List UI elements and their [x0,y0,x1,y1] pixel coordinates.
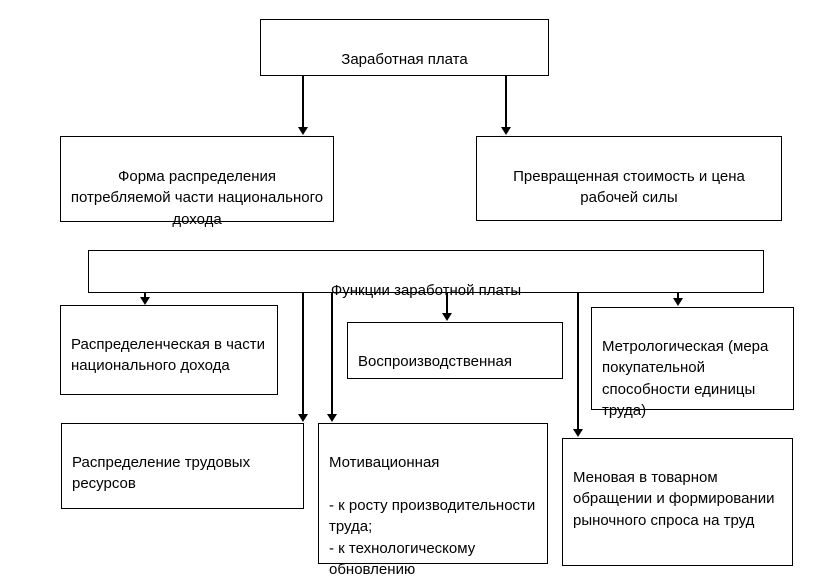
node-raspredelenie-trudovyh: Распределение трудовых ресурсов [61,423,304,509]
arrow-down-icon [298,414,308,422]
arrow-shaft [331,293,333,414]
arrow-shaft [144,293,146,297]
node-raspredelencheskaya: Распределенческая в части национального … [60,305,278,395]
arrow-shaft [302,293,304,414]
node-raspredelenie-trudovyh-label: Распределение трудовых ресурсов [72,453,251,493]
node-vosproizvodstvennaya: Воспроизводственная [347,322,563,379]
node-funkcii-zarabotnoy-platy-label: Функции заработной платы [330,281,522,299]
node-metrologicheskaya-label: Метрологическая (мера покупательной спос… [602,337,769,420]
node-motivacionnaya-label: Мотивационная - к росту производительнос… [329,453,536,579]
connector-funkcii-to-raspredelenie-trudovyh [298,293,308,422]
arrow-down-icon [327,414,337,422]
node-vosproizvodstvennaya-label: Воспроизводственная [358,352,513,370]
connector-funkcii-to-motivacionnaya [327,293,337,422]
connector-funkcii-to-vosproizvodstvennaya [442,293,452,321]
connector-root-to-prevrashchennaya [501,75,511,135]
arrow-down-icon [673,298,683,306]
node-motivacionnaya: Мотивационная - к росту производительнос… [318,423,548,578]
node-zarabotnaya-plata: Заработная плата [260,19,549,76]
connector-funkcii-to-menovaya [573,293,583,437]
arrow-shaft [677,293,679,298]
node-zarabotnaya-plata-label: Заработная плата [341,50,468,68]
arrow-down-icon [501,127,511,135]
connector-funkcii-to-raspredelencheskaya [140,293,150,305]
node-forma-raspredeleniya-label: Форма распределения потребляемой части н… [70,167,324,228]
arrow-shaft [446,293,448,313]
arrow-shaft [577,293,579,429]
arrow-down-icon [442,313,452,321]
connector-funkcii-to-metrologicheskaya [673,293,683,306]
node-prevrashchennaya-stoimost-label: Превращенная стоимость и цена рабочей си… [513,167,745,207]
node-forma-raspredeleniya: Форма распределения потребляемой части н… [60,136,334,228]
node-raspredelencheskaya-label: Распределенческая в части национального … [71,335,266,375]
arrow-down-icon [140,297,150,305]
node-menovaya-label: Меновая в товарном обращении и формирова… [573,468,775,529]
node-metrologicheskaya: Метрологическая (мера покупательной спос… [591,307,794,419]
arrow-down-icon [298,127,308,135]
connector-root-to-forma [298,75,308,135]
arrow-down-icon [573,429,583,437]
arrow-shaft [505,75,507,127]
node-prevrashchennaya-stoimost: Превращенная стоимость и цена рабочей си… [476,136,782,221]
node-funkcii-zarabotnoy-platy: Функции заработной платы [88,250,764,299]
node-menovaya: Меновая в товарном обращении и формирова… [562,438,793,566]
arrow-shaft [302,75,304,127]
